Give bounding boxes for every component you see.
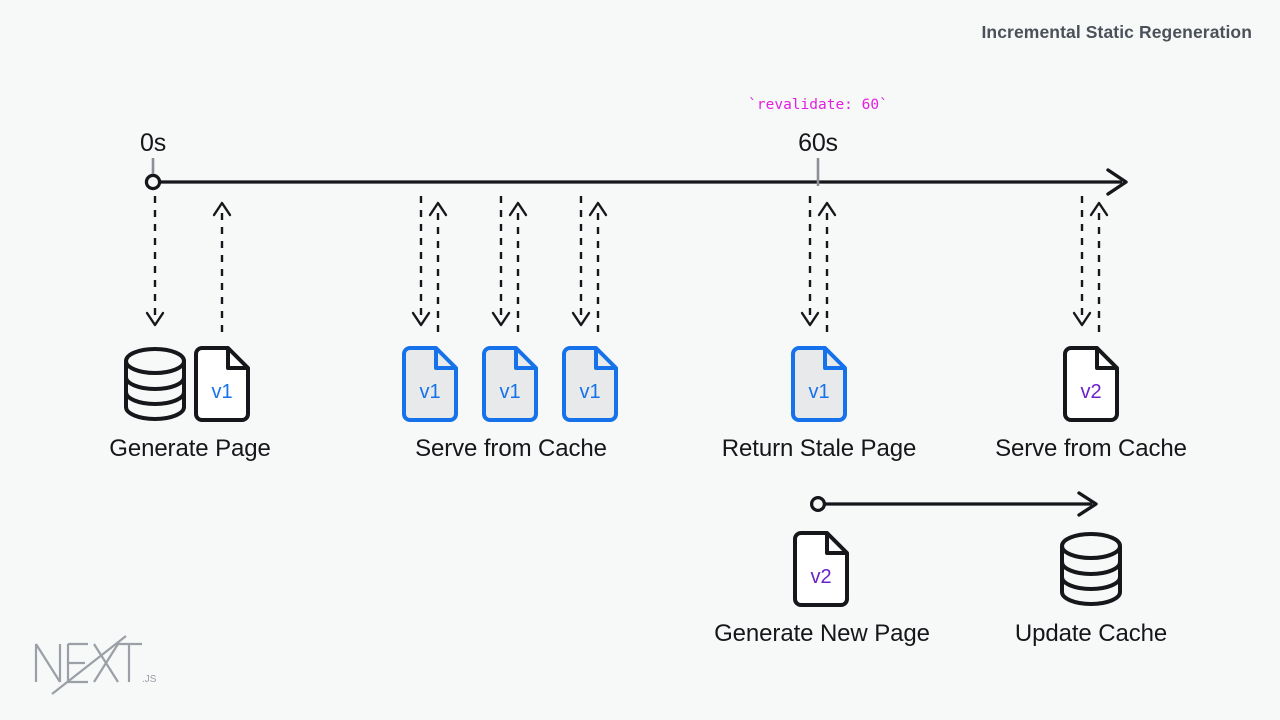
connector-group-generate-page xyxy=(145,196,232,332)
document-version-label: v2 xyxy=(1080,381,1101,403)
database-icon xyxy=(124,347,186,421)
connector-group-return-stale-page xyxy=(800,196,837,332)
document-icon-v1-generated: v1 xyxy=(194,346,250,427)
database-icon-generate-page xyxy=(123,346,187,427)
document-icon: v1 xyxy=(402,346,458,422)
page-title: Incremental Static Regeneration xyxy=(981,22,1252,42)
document-icon: v1 xyxy=(562,346,618,422)
caption-update-cache: Update Cache xyxy=(1014,620,1168,647)
nextjs-logo: .JS xyxy=(30,634,160,696)
nextjs-logo-mark: .JS xyxy=(34,635,157,695)
background-regeneration-timeline xyxy=(809,491,1098,517)
caption-serve-from-cache-1: Serve from Cache xyxy=(415,435,607,462)
caption-return-stale-page: Return Stale Page xyxy=(721,435,917,462)
database-icon-update-cache xyxy=(1059,531,1123,612)
connector-group-serve-cache-2 xyxy=(491,196,528,332)
caption-generate-page: Generate Page xyxy=(109,435,271,462)
caption-generate-new-page: Generate New Page xyxy=(714,620,930,647)
connector-group-serve-cache-3 xyxy=(571,196,608,332)
document-version-label: v1 xyxy=(419,381,440,403)
document-icon-v2-served: v2 xyxy=(1063,346,1119,427)
document-icon: v2 xyxy=(793,531,849,607)
document-icon-cached-1: v1 xyxy=(402,346,458,427)
connector-group-serve-cache-1 xyxy=(411,196,448,332)
document-version-label: v1 xyxy=(579,381,600,403)
document-icon-v2-regenerated: v2 xyxy=(793,531,849,612)
main-timeline xyxy=(144,158,1128,196)
document-version-label: v2 xyxy=(810,566,831,588)
document-icon-cached-2: v1 xyxy=(482,346,538,427)
document-version-label: v1 xyxy=(499,381,520,403)
document-icon: v1 xyxy=(194,346,250,422)
timeline-label-0s: 0s xyxy=(139,129,167,157)
document-icon-stale-v1: v1 xyxy=(791,346,847,427)
timeline-label-60s: 60s xyxy=(798,129,838,157)
caption-serve-from-cache-2: Serve from Cache xyxy=(995,435,1187,462)
document-icon: v2 xyxy=(1063,346,1119,422)
revalidate-code-annotation: `revalidate: 60` xyxy=(748,97,888,113)
document-version-label: v1 xyxy=(808,381,829,403)
database-icon xyxy=(1060,532,1122,606)
connector-group-serve-cache-v2 xyxy=(1072,196,1109,332)
document-icon: v1 xyxy=(791,346,847,422)
document-icon-cached-3: v1 xyxy=(562,346,618,427)
nextjs-logo-suffix: .JS xyxy=(142,674,157,685)
document-version-label: v1 xyxy=(211,381,232,403)
document-icon: v1 xyxy=(482,346,538,422)
